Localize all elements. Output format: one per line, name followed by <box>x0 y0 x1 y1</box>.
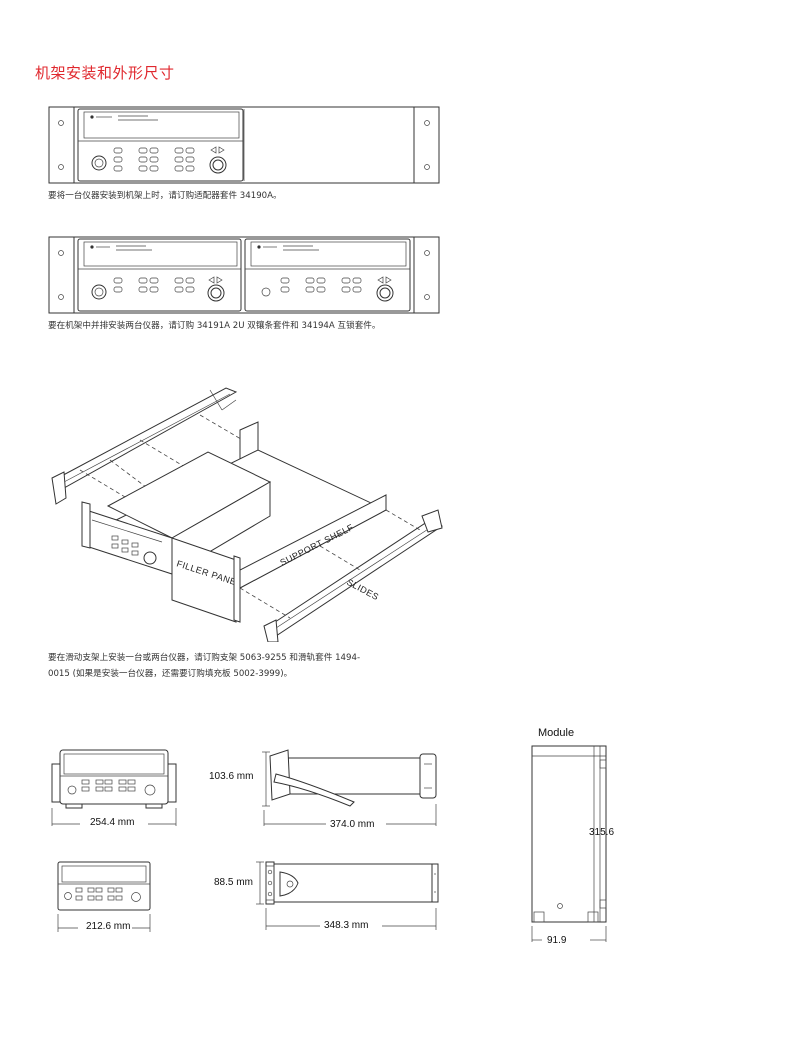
side-height-handle-dim: 103.6 mm <box>209 771 254 782</box>
front-width-dim: 212.6 mm <box>86 921 131 932</box>
shelf-caption-line2: 0015 (如果是安装一台仪器，还需要订购填充板 5002-3999)。 <box>48 669 293 679</box>
single-rack-caption: 要将一台仪器安装到机架上时，请订购适配器套件 34190A。 <box>48 191 282 201</box>
front-view-handle-drawing <box>51 749 177 826</box>
single-rack-drawing <box>48 106 440 184</box>
module-drawing <box>531 745 607 942</box>
shelf-caption-line1: 要在滑动支架上安装一台或两台仪器，请订购支架 5063-9255 和滑轨套件 1… <box>48 653 361 663</box>
module-width-dim: 91.9 <box>547 935 567 946</box>
dual-rack-caption: 要在机架中并排安装两台仪器，请订购 34191A 2U 双镶条套件和 34194… <box>48 321 381 331</box>
side-depth-handle-dim: 374.0 mm <box>330 819 375 830</box>
front-view-drawing <box>57 861 151 932</box>
module-height-dim: 315.6 <box>589 827 615 838</box>
module-title: Module <box>538 727 575 739</box>
slides-label: SLIDES <box>345 577 381 602</box>
side-view-drawing <box>256 861 439 930</box>
side-height-dim: 88.5 mm <box>214 877 253 888</box>
support-shelf-drawing: FILLER PANEL SUPPORT SHELF SLIDES <box>51 387 443 642</box>
page-title: 机架安装和外形尺寸 <box>35 64 175 82</box>
side-depth-dim: 348.3 mm <box>324 920 369 931</box>
front-width-handle-dim: 254.4 mm <box>90 817 135 828</box>
side-view-handle-drawing <box>262 749 437 826</box>
dual-rack-drawing <box>48 236 440 314</box>
